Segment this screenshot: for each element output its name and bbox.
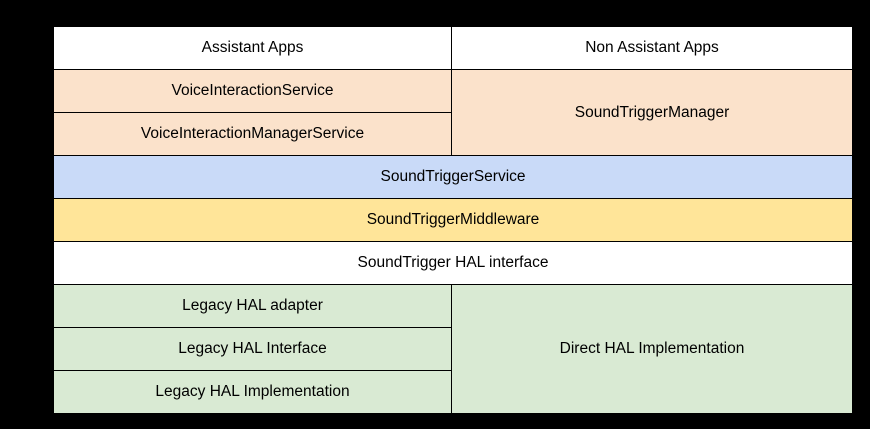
table-row-legacy-hal-adapter: Legacy HAL adapter Direct HAL Implementa…: [53, 284, 853, 414]
table-row-legacy-hal-interface: Legacy HAL Interface: [53, 327, 853, 371]
cell-assistant-apps: Assistant Apps: [53, 26, 452, 70]
table-row-voice-interaction-manager-service: VoiceInteractionManagerService: [53, 112, 853, 156]
cell-sound-trigger-hal-interface: SoundTrigger HAL interface: [53, 241, 853, 285]
cell-sound-trigger-manager: SoundTriggerManager: [451, 69, 853, 156]
architecture-diagram-table: Assistant Apps Non Assistant Apps VoiceI…: [53, 26, 853, 414]
cell-sound-trigger-service: SoundTriggerService: [53, 155, 853, 199]
table-row-header: Assistant Apps Non Assistant Apps: [53, 26, 853, 70]
table-row-voice-interaction-service: VoiceInteractionService SoundTriggerMana…: [53, 69, 853, 156]
cell-non-assistant-apps: Non Assistant Apps: [451, 26, 853, 70]
cell-voice-interaction-manager-service: VoiceInteractionManagerService: [53, 112, 452, 156]
cell-legacy-hal-interface: Legacy HAL Interface: [53, 327, 452, 371]
cell-direct-hal-implementation: Direct HAL Implementation: [451, 284, 853, 414]
table-row-legacy-hal-implementation: Legacy HAL Implementation: [53, 370, 853, 414]
cell-sound-trigger-middleware: SoundTriggerMiddleware: [53, 198, 853, 242]
table-row-sound-trigger-middleware: SoundTriggerMiddleware: [53, 198, 853, 242]
cell-legacy-hal-adapter: Legacy HAL adapter: [53, 284, 452, 328]
cell-legacy-hal-implementation: Legacy HAL Implementation: [53, 370, 452, 414]
table-row-sound-trigger-hal-interface: SoundTrigger HAL interface: [53, 241, 853, 285]
cell-voice-interaction-service: VoiceInteractionService: [53, 69, 452, 113]
table-row-sound-trigger-service: SoundTriggerService: [53, 155, 853, 199]
